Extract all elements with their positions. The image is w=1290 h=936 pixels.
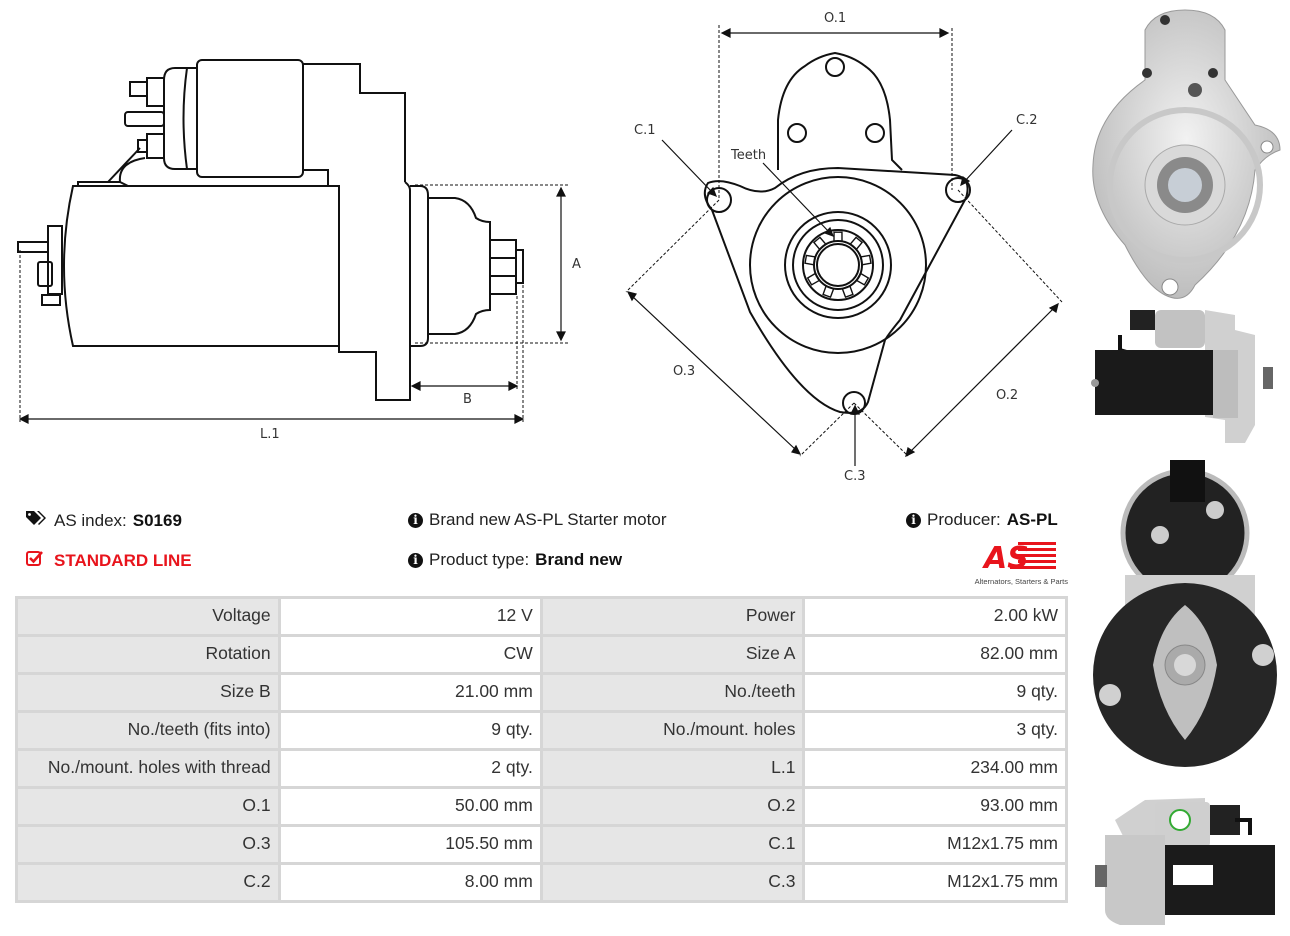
as-logo-tagline: Alternators, Starters & Parts xyxy=(974,577,1068,586)
spec-value: M12x1.75 mm xyxy=(802,862,1068,903)
standard-line-text: STANDARD LINE xyxy=(54,550,192,570)
as-logo-mark: AS xyxy=(982,541,1056,576)
as-index-label: AS index: xyxy=(54,510,127,530)
as-pl-logo: AS Alternators, Starters & Parts xyxy=(966,540,1068,586)
info-icon: i xyxy=(408,552,423,568)
spec-label: No./mount. holes with thread xyxy=(15,748,281,789)
standard-line-badge: STANDARD LINE xyxy=(26,550,192,571)
mount-hole-c2 xyxy=(945,177,971,203)
pinion-tooth xyxy=(841,284,854,299)
spec-value: 93.00 mm xyxy=(802,786,1068,827)
product-type-value: Brand new xyxy=(535,550,623,569)
pinion-tooth xyxy=(812,236,827,251)
spec-value: 82.00 mm xyxy=(802,634,1068,675)
dimension-label-b: B xyxy=(463,392,472,407)
description-text: Brand new AS-PL Starter motor xyxy=(429,510,667,529)
spec-value: 12 V xyxy=(277,596,543,637)
spec-value: 50.00 mm xyxy=(277,786,543,827)
side-view-drawing: A B L.1 xyxy=(17,59,581,442)
pinion xyxy=(489,239,517,295)
spec-label: C.2 xyxy=(15,862,281,903)
producer-row: i Producer: AS-PL xyxy=(906,510,1058,530)
spec-row: No./teeth (fits into)9 qty.No./mount. ho… xyxy=(15,710,1068,751)
spec-label: No./mount. holes xyxy=(539,710,806,751)
spec-label: O.1 xyxy=(15,786,281,827)
spec-value: 9 qty. xyxy=(802,672,1068,713)
info-icon: i xyxy=(906,512,921,528)
product-type-label: Product type: xyxy=(429,550,530,569)
pinion-tooth xyxy=(804,254,817,266)
spec-value: 3 qty. xyxy=(802,710,1068,751)
spec-label: Rotation xyxy=(15,634,281,675)
spec-label: Size B xyxy=(15,672,281,713)
checkbox-checked-icon xyxy=(26,550,48,571)
spec-label: No./teeth (fits into) xyxy=(15,710,281,751)
spec-value: 2 qty. xyxy=(277,748,543,789)
starter-side-photo xyxy=(1091,310,1273,443)
dimension-label-l1: L.1 xyxy=(260,427,280,442)
spec-label: O.2 xyxy=(539,786,806,827)
front-view-drawing: O.1 C.1 C.2 Teeth O.3 O.2 C.3 xyxy=(625,11,1063,484)
description-row: i Brand new AS-PL Starter motor xyxy=(408,510,666,530)
as-index-row: AS index: S0169 xyxy=(26,510,182,531)
pinion-tooth xyxy=(833,231,843,243)
pinion-tooth xyxy=(849,236,864,251)
dimension-label-o1: O.1 xyxy=(824,11,846,26)
dimension-label-a: A xyxy=(572,257,581,272)
dimension-label-o2: O.2 xyxy=(996,388,1018,403)
pinion-tooth xyxy=(859,254,872,266)
product-type-row: i Product type: Brand new xyxy=(408,550,622,570)
spec-label: Size A xyxy=(539,634,806,675)
pinion-tooth xyxy=(822,284,835,299)
spec-label: No./teeth xyxy=(539,672,806,713)
spec-label: Power xyxy=(539,596,806,637)
starter-side-label-photo xyxy=(1095,798,1275,925)
spec-label: O.3 xyxy=(15,824,281,865)
spec-value: 234.00 mm xyxy=(802,748,1068,789)
spec-value: CW xyxy=(277,634,543,675)
tags-icon xyxy=(26,510,48,531)
spec-label: L.1 xyxy=(539,748,806,789)
spec-value: 21.00 mm xyxy=(277,672,543,713)
spec-label: C.1 xyxy=(539,824,806,865)
as-logo-text: AS xyxy=(982,541,1029,570)
starter-rear-photo xyxy=(1093,460,1277,767)
spec-value: 105.50 mm xyxy=(277,824,543,865)
solenoid-body xyxy=(196,59,304,178)
dimension-label-c3: C.3 xyxy=(844,469,865,484)
spec-value: 2.00 kW xyxy=(802,596,1068,637)
spec-label: C.3 xyxy=(539,862,806,903)
mount-flange xyxy=(703,166,969,414)
motor-body xyxy=(63,185,340,347)
as-index-value: S0169 xyxy=(132,510,182,530)
spec-value: 8.00 mm xyxy=(277,862,543,903)
spec-label: Voltage xyxy=(15,596,281,637)
teeth-label: Teeth xyxy=(730,148,766,163)
spec-value: 9 qty. xyxy=(277,710,543,751)
producer-value: AS-PL xyxy=(1006,510,1058,529)
dimension-label-c1: C.1 xyxy=(634,123,655,138)
spec-value: M12x1.75 mm xyxy=(802,824,1068,865)
pinion-tooth xyxy=(855,272,870,286)
starter-front-photo xyxy=(1092,9,1281,299)
dimension-label-o3: O.3 xyxy=(673,364,695,379)
producer-label: Producer: xyxy=(927,510,1001,529)
info-icon: i xyxy=(408,512,423,528)
pinion-tooth xyxy=(806,272,821,286)
dimension-label-c2: C.2 xyxy=(1016,113,1037,128)
